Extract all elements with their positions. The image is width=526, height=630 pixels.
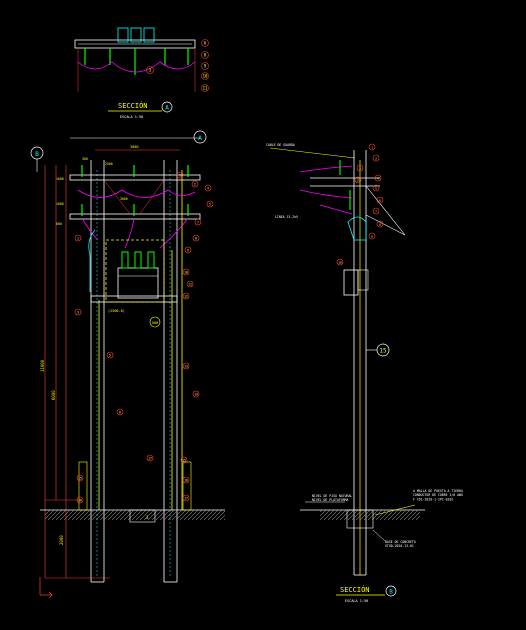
- right-callout-5: 7: [197, 221, 199, 225]
- elevation-marker-b: B: [35, 151, 39, 158]
- dim-embed: 2000: [59, 535, 64, 545]
- side-callout-8: 8: [379, 223, 381, 227]
- side-callout-7: 7: [375, 210, 377, 214]
- section-a-callout-5: 11: [203, 86, 208, 91]
- right-callout-13: 15: [182, 459, 186, 463]
- dim-tag-4: 1000: [56, 177, 64, 181]
- side-view: 15 CABLE DE GUARDA LÍNEA 13.2kV NIVEL DE…: [266, 143, 465, 603]
- side-callout-4: 4: [377, 177, 379, 181]
- section-a-callout-6: 3: [149, 68, 152, 73]
- dim-tag-3: 3000: [120, 197, 128, 201]
- side-callout-11: 11: [356, 179, 360, 183]
- side-callout-9: 9: [371, 235, 373, 239]
- section-a-callout-1: 6: [204, 41, 207, 46]
- left-callout-1: 1: [77, 237, 79, 241]
- dim-tag-1: 300: [82, 157, 88, 161]
- section-b-marker: B: [389, 589, 393, 596]
- dim-tag-2: 2500: [105, 162, 113, 166]
- side-callout-1: 1: [371, 146, 373, 150]
- elevation-marker-a: A: [198, 135, 202, 142]
- ground-level-note: NIVEL DE PISO NATURAL NIVEL DE PLATAFORM…: [312, 494, 354, 502]
- section-a-marker: A: [165, 105, 169, 112]
- side-callout-10: 10: [338, 261, 342, 265]
- section-a-scale: ESCALA 1:50: [120, 115, 143, 119]
- right-callout-6: 8: [195, 237, 197, 241]
- left-callout-2: 3: [77, 311, 79, 315]
- right-callout-4: 5: [209, 203, 211, 207]
- dim-lower-left: 6000: [51, 390, 56, 400]
- side-callout-2: 2: [375, 157, 377, 161]
- right-callout-3: 4: [207, 187, 209, 191]
- side-callout-3: 3: [359, 167, 361, 171]
- left-callout-5: 15: [78, 477, 82, 481]
- section-a-title: SECCIÓN: [118, 101, 148, 110]
- right-callout-7: 9: [187, 249, 189, 253]
- pole-number-label: 15: [379, 348, 387, 355]
- section-a-callout-4: 10: [203, 74, 208, 79]
- dim-tag-6: 600: [56, 222, 62, 226]
- concrete-base-note: BASE DE CONCRETO STUD-2020-13-01: [385, 540, 418, 548]
- section-b-scale: ESCALA 1:50: [345, 599, 368, 603]
- section-a-detail: 6 8 9 10 11 3 SECCIÓN A ESCALA 1:50: [74, 27, 209, 119]
- right-callout-14: 16: [184, 479, 188, 483]
- right-callout-2: 2: [194, 183, 196, 187]
- left-callout-3: 5: [109, 354, 111, 358]
- line-voltage-label: LÍNEA 13.2kV: [275, 214, 298, 219]
- dim-total-height: 11000: [40, 359, 45, 372]
- right-callout-10: 12: [184, 295, 188, 299]
- footing-tag: 3: [146, 515, 149, 520]
- right-callout-9: 11: [188, 283, 192, 287]
- right-callout-1: 1: [179, 174, 181, 178]
- dim-top-span: 3000: [130, 145, 138, 149]
- left-callout-7: 17: [148, 457, 152, 461]
- right-callout-12: 14: [194, 393, 198, 397]
- dim-tag-5: 1000: [56, 202, 64, 206]
- transformer-tag: 500: [152, 321, 158, 325]
- left-callout-4: 8: [119, 411, 121, 415]
- transformer-dim-tag: (2500.0): [108, 309, 125, 313]
- main-elevation: A B 11000 6000 2000 3000 300 2500 3000 1…: [30, 130, 225, 599]
- grounding-mesh-note: A MALLA DE PUESTA A TIERRA CONDUCTOR DE …: [413, 489, 465, 501]
- right-callout-15: 17: [184, 497, 188, 501]
- ucs-axis-icon: [39, 577, 53, 599]
- right-callout-8: 10: [184, 271, 188, 275]
- cable-guard-label: CABLE DE GUARDA: [266, 143, 295, 147]
- section-a-callout-3: 9: [204, 64, 207, 69]
- section-b-title: SECCIÓN: [340, 585, 370, 594]
- right-callout-11: 13: [184, 365, 188, 369]
- section-a-callout-2: 8: [204, 53, 207, 58]
- side-callout-6: 6: [379, 199, 381, 203]
- side-callout-5: 5: [375, 187, 377, 191]
- left-callout-6: 16: [78, 499, 82, 503]
